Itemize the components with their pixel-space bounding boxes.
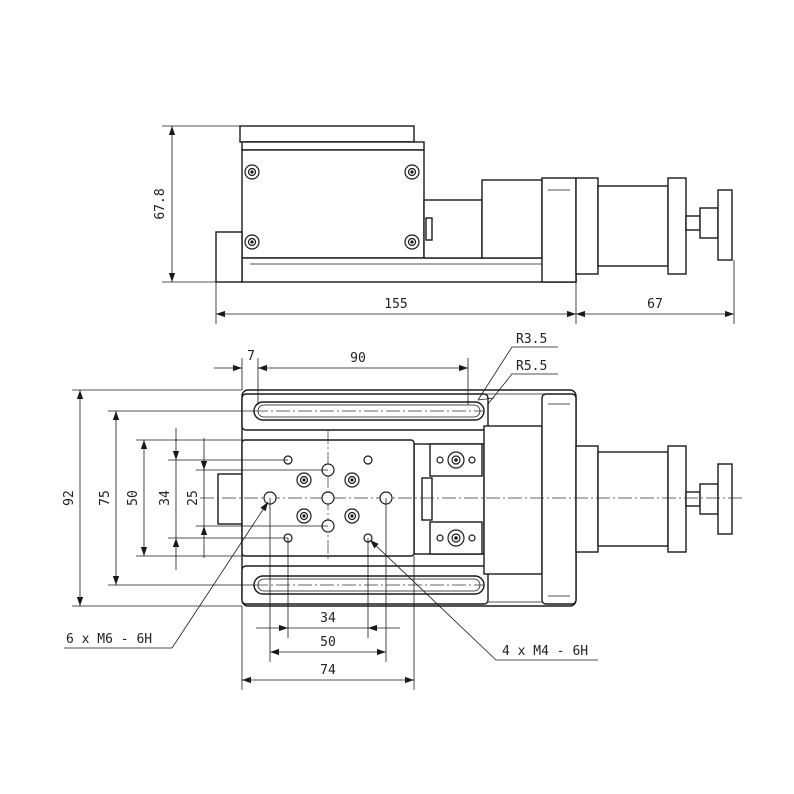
- top-view: 7 90 R3.5 R5.5 92 75 50 34 25: [62, 332, 745, 690]
- side-knob: [717, 189, 733, 261]
- top-motor-mount: [483, 425, 543, 575]
- dim-h74: 74: [320, 663, 336, 678]
- top-end-block: [217, 473, 243, 525]
- radius-outer: R3.5: [516, 332, 547, 347]
- top-knob: [717, 463, 733, 535]
- dim-slot-offset: 7: [247, 349, 255, 364]
- top-motor-body: [597, 451, 669, 547]
- side-motor-flange: [541, 177, 577, 283]
- callout-m4: 4 x M4 - 6H: [502, 644, 588, 659]
- side-screws: [244, 164, 420, 250]
- side-base-rail: [241, 257, 577, 283]
- dim-width: 92: [62, 490, 77, 506]
- side-motor-mount: [481, 179, 543, 259]
- dim-v50: 50: [126, 490, 141, 506]
- dim-h34: 34: [320, 611, 336, 626]
- side-coupling: [423, 199, 483, 259]
- top-knob-hub: [699, 483, 719, 515]
- side-end-block: [215, 231, 243, 283]
- dim-motor-length: 67: [647, 297, 663, 312]
- dim-slot-span: 75: [98, 490, 113, 506]
- side-view: 67.8 155 67: [153, 125, 735, 324]
- side-top-plate: [239, 125, 415, 143]
- dim-v25: 25: [186, 490, 201, 506]
- dim-v34: 34: [158, 490, 173, 506]
- side-motor-body: [597, 185, 669, 267]
- callout-m6: 6 x M6 - 6H: [66, 632, 152, 647]
- dim-h50: 50: [320, 635, 336, 650]
- dim-height: 67.8: [153, 188, 168, 219]
- side-plate-flange: [241, 141, 425, 151]
- side-carriage: [241, 149, 425, 259]
- dim-slot-length: 90: [350, 351, 366, 366]
- dim-length: 155: [384, 297, 407, 312]
- side-knob-hub: [699, 207, 719, 239]
- top-motor-flange: [541, 393, 577, 605]
- carriage-screws: [296, 472, 360, 524]
- radius-inner: R5.5: [516, 359, 547, 374]
